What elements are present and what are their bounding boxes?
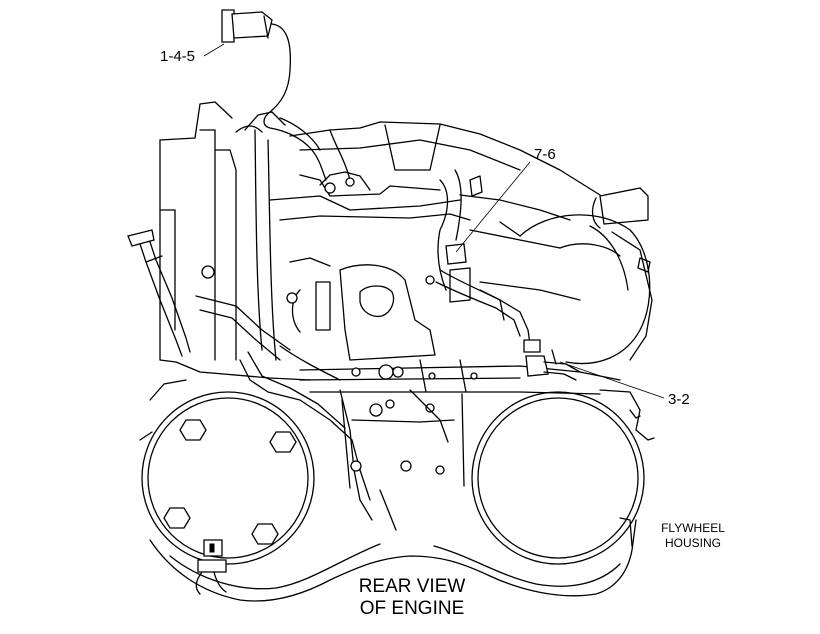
crossmember [299, 359, 621, 395]
pressure-sensor-fitting [523, 339, 581, 381]
flywheel-housing-label: FLYWHEEL HOUSING [654, 521, 732, 551]
callout-3-2: 3-2 [668, 391, 690, 408]
left-flywheel-disc [139, 379, 315, 565]
flywheel-label-line1: FLYWHEEL [661, 521, 725, 535]
right-pipework [435, 243, 581, 345]
leader-1-4-5 [203, 43, 225, 57]
view-caption: REAR VIEW OF ENGINE [338, 576, 486, 620]
sensor-connector [221, 9, 292, 113]
center-fittings [341, 364, 465, 489]
callout-1-4-5: 1-4-5 [160, 48, 196, 65]
flywheel-label-line2: HOUSING [664, 536, 721, 550]
turbocharger [499, 187, 653, 365]
leader-7-6 [455, 161, 531, 253]
engine-block [159, 101, 601, 381]
callout-7-6: 7-6 [534, 146, 556, 163]
caption-line2: OF ENGINE [359, 598, 465, 619]
harness-connector-bottom [195, 539, 227, 595]
center-mount-plate [286, 257, 436, 361]
right-flywheel-disc [471, 389, 655, 565]
dipstick-tube [127, 229, 291, 361]
caption-line1: REAR VIEW [358, 576, 466, 597]
leader-3-2 [559, 361, 665, 399]
